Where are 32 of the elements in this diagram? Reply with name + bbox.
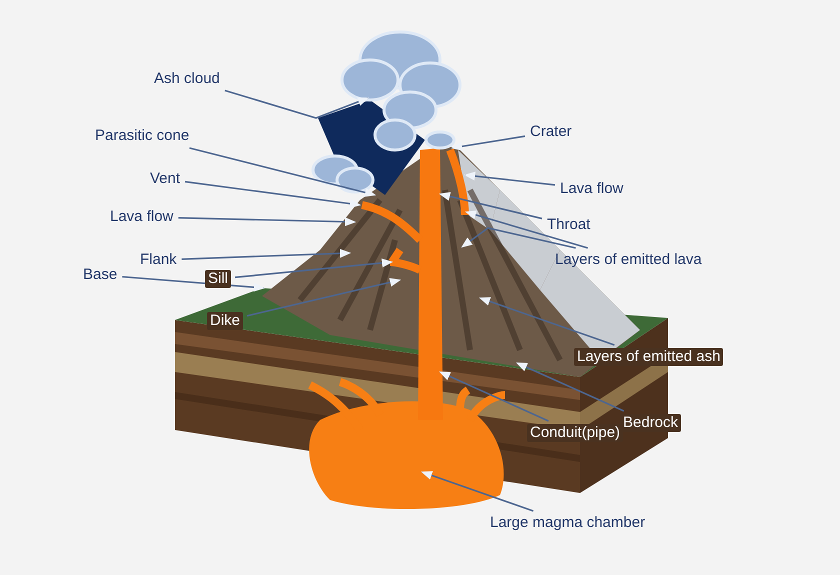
- leader-line: [464, 210, 588, 249]
- leader-line: [178, 217, 356, 226]
- leader-line: [464, 172, 556, 186]
- part-label: Parasitic cone: [94, 127, 190, 145]
- leader-line: [438, 371, 549, 422]
- leader-line: [246, 278, 402, 317]
- leader-line: [450, 135, 526, 151]
- part-label: Dike: [207, 312, 244, 330]
- leader-line: [189, 147, 376, 197]
- leader-line: [420, 471, 534, 512]
- leader-line: [224, 90, 370, 119]
- leader-line: [461, 227, 576, 249]
- part-label: Ash cloud: [153, 70, 221, 88]
- part-label: Flank: [139, 251, 178, 269]
- leader-line: [438, 192, 542, 220]
- part-label: Lava flow: [559, 180, 624, 198]
- part-label: Layers of emitted ash: [574, 348, 724, 366]
- leader-line: [516, 362, 624, 412]
- leader-line: [182, 248, 352, 260]
- part-label: Layers of emitted lava: [554, 251, 703, 269]
- part-label: Vent: [149, 170, 182, 188]
- part-label: Sill: [205, 270, 232, 288]
- leader-line: [478, 297, 615, 346]
- leader-line: [234, 258, 394, 278]
- part-label: Conduit(pipe): [527, 424, 624, 442]
- part-label: Bedrock: [620, 414, 682, 432]
- leader-line: [184, 180, 362, 208]
- part-label: Large magma chamber: [489, 514, 646, 532]
- part-label: Lava flow: [109, 208, 174, 226]
- part-label: Throat: [546, 216, 592, 234]
- part-label: Base: [82, 266, 118, 284]
- part-label: Crater: [529, 123, 573, 141]
